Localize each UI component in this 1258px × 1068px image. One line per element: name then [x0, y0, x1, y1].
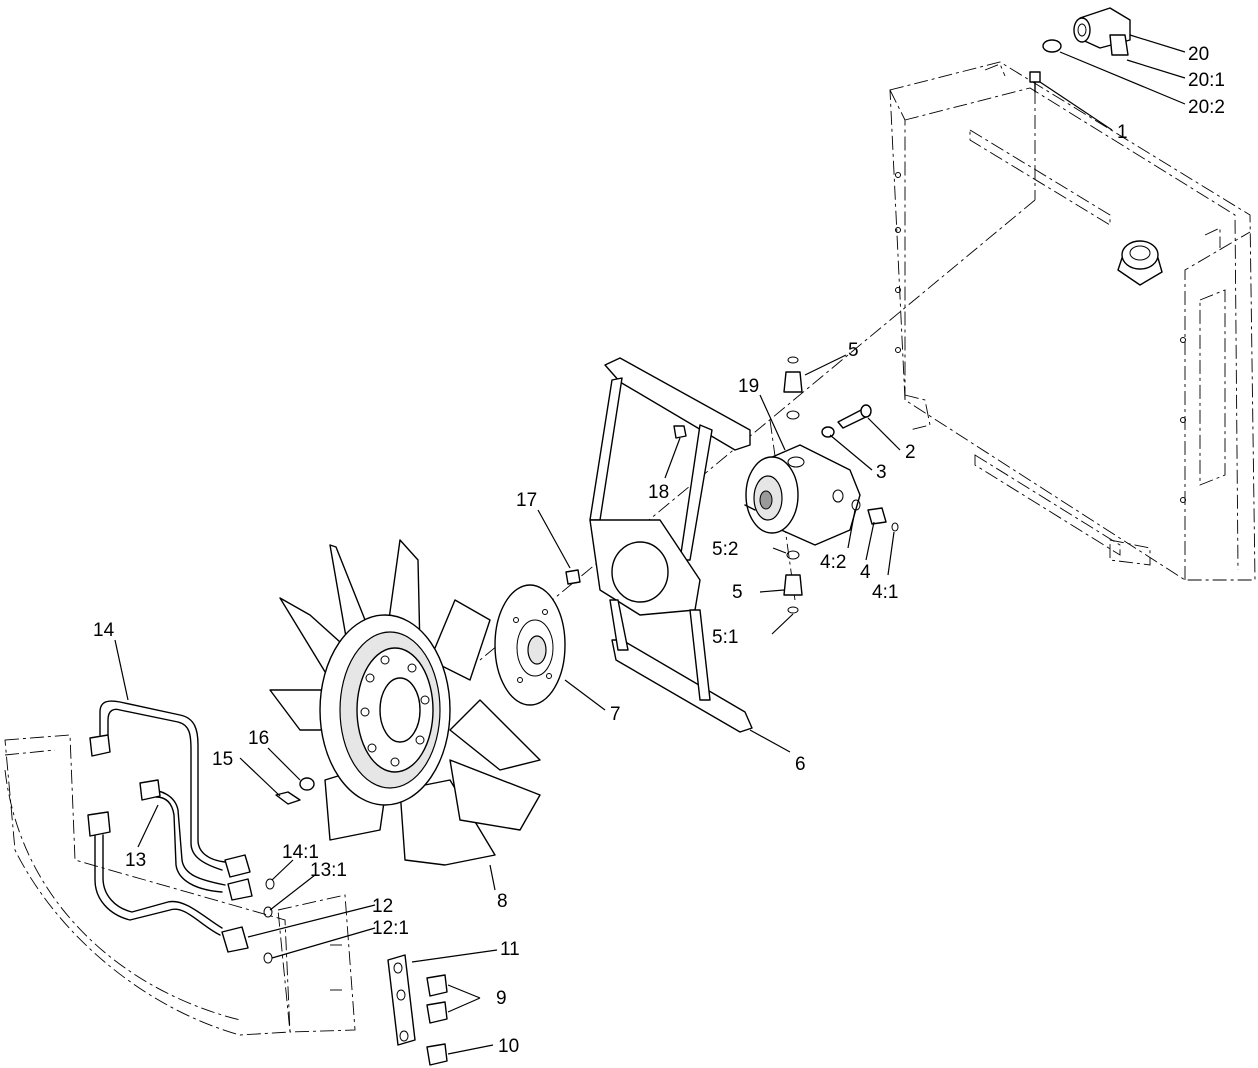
cooling-fan-8 — [269, 539, 541, 866]
elbow-fitting-20 — [1073, 7, 1131, 56]
nut-17 — [565, 569, 581, 585]
radiator-cap — [1117, 240, 1163, 286]
o-ring-14-1 — [265, 878, 275, 890]
nut-9-lower — [426, 1001, 448, 1024]
callout-17: 17 — [516, 490, 537, 511]
o-ring-20-2 — [1042, 39, 1062, 53]
retainer-plate-11 — [387, 954, 416, 1046]
callout-9: 9 — [496, 988, 507, 1009]
hydraulic-pump-19 — [744, 444, 861, 546]
fan-bracket-6 — [589, 357, 753, 733]
callout-2: 2 — [905, 442, 916, 463]
callout-10: 10 — [498, 1036, 519, 1057]
callout-4-2: 4:2 — [820, 552, 846, 573]
callout-5-2: 5:2 — [712, 539, 738, 560]
callout-14-1: 14:1 — [282, 842, 319, 863]
radiator-bolts — [895, 172, 1186, 503]
nut-9-upper — [426, 974, 448, 997]
o-ring-12-1 — [263, 952, 273, 964]
callout-20: 20 — [1188, 44, 1209, 65]
fan-hub-7 — [494, 584, 566, 706]
hydraulic-tube-14 — [89, 700, 251, 878]
washer-3 — [821, 426, 835, 438]
callout-15: 15 — [212, 749, 233, 770]
callout-labels: 20 20:1 20:2 1 5 19 2 3 18 17 5:2 4:2 4 … — [93, 44, 1225, 1057]
bolt-2 — [837, 404, 872, 429]
hydraulic-tube-12 — [87, 811, 249, 953]
callout-16: 16 — [248, 728, 269, 749]
callout-18: 18 — [648, 482, 669, 503]
bulkhead-plate — [277, 894, 356, 1033]
callout-11: 11 — [500, 939, 520, 960]
nut-18 — [673, 425, 687, 439]
callout-4-1: 4:1 — [872, 582, 898, 603]
callout-12: 12 — [372, 896, 393, 917]
leader-lines — [114, 34, 1186, 1055]
center-line-pump — [769, 419, 796, 601]
o-ring-13-1 — [263, 906, 273, 918]
callout-8: 8 — [497, 891, 508, 912]
nut-10 — [426, 1043, 448, 1066]
bolt-15 — [275, 791, 301, 805]
callout-5b: 5 — [732, 582, 743, 603]
callout-13-1: 13:1 — [310, 860, 347, 881]
radiator — [889, 61, 1256, 581]
callout-5-1: 5:1 — [712, 627, 738, 648]
callout-7: 7 — [610, 704, 621, 725]
callout-12-1: 12:1 — [372, 918, 409, 939]
callout-6: 6 — [795, 754, 806, 775]
callout-20-1: 20:1 — [1188, 70, 1225, 91]
fitting-5-lower — [783, 550, 803, 614]
callout-4: 4 — [860, 562, 871, 583]
callout-3: 3 — [876, 462, 887, 483]
callout-1: 1 — [1117, 122, 1128, 143]
callout-14: 14 — [93, 620, 115, 641]
hydraulic-tube-13 — [139, 779, 253, 901]
washer-16 — [299, 777, 315, 791]
fitting-4 — [851, 499, 899, 532]
callout-19: 19 — [738, 376, 759, 397]
callout-20-2: 20:2 — [1188, 97, 1225, 118]
callout-5: 5 — [848, 340, 859, 361]
callout-13: 13 — [125, 850, 146, 871]
fitting-5-upper — [783, 356, 803, 420]
fan-shroud — [4, 734, 291, 1036]
